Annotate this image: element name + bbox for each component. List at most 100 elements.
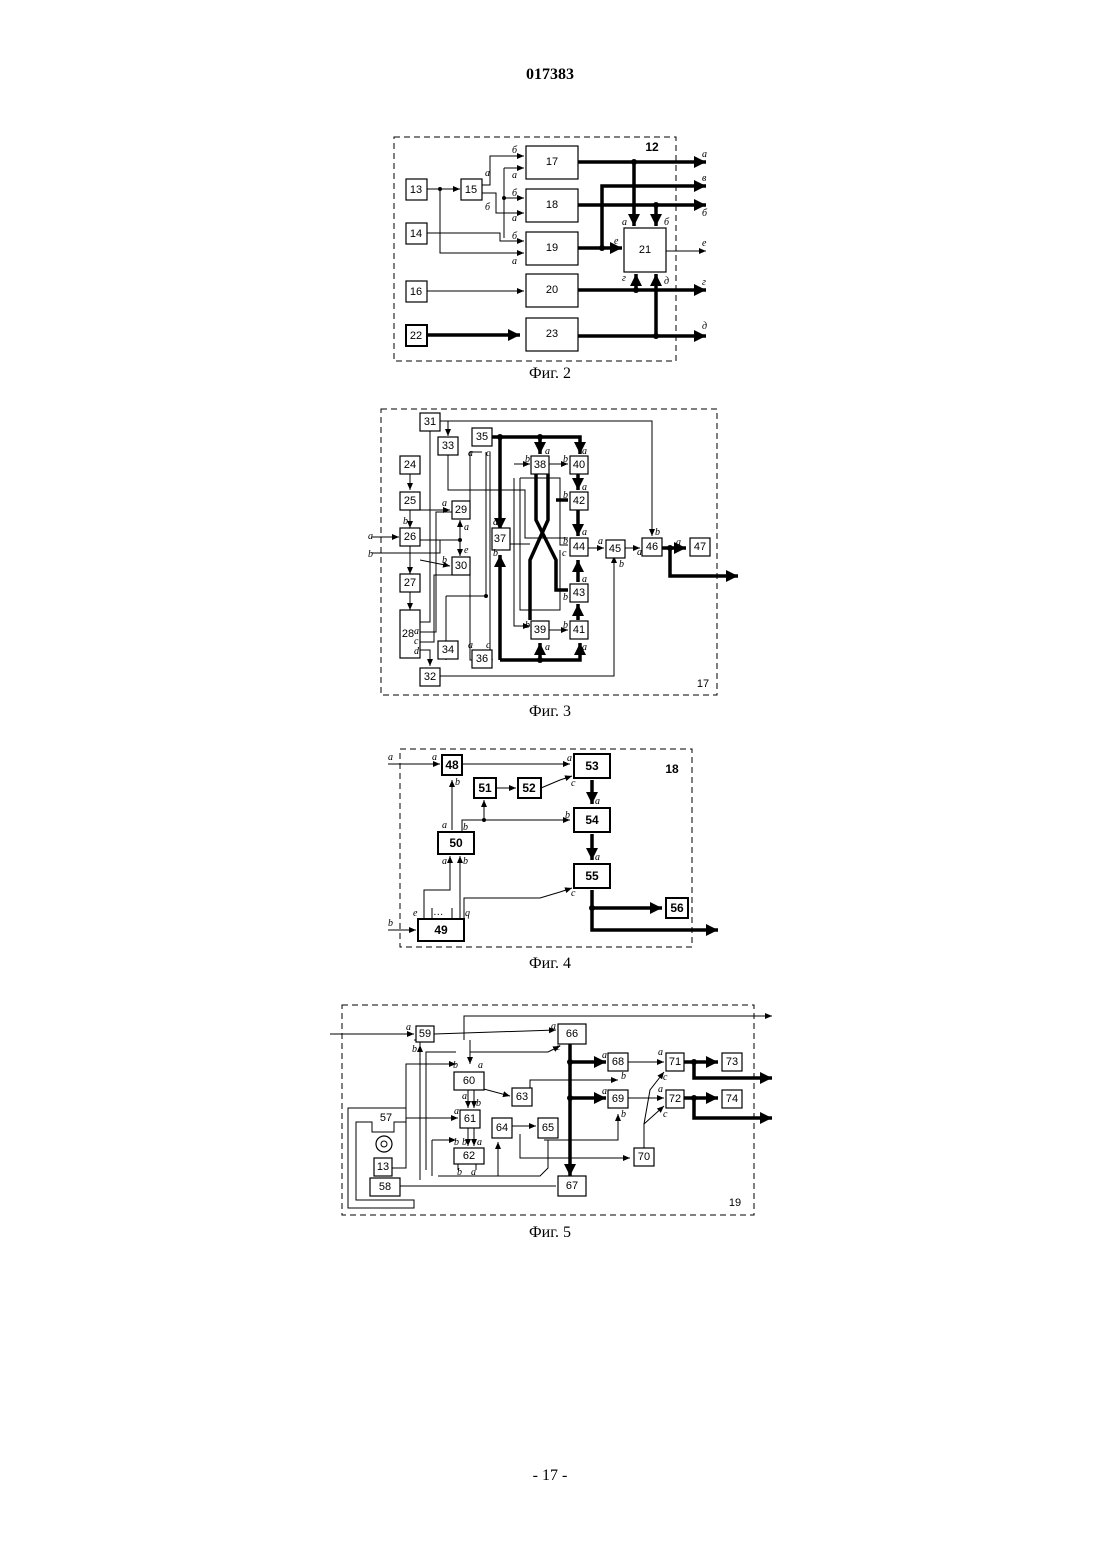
svg-text:a: a xyxy=(582,574,587,585)
fig4-block-49: 49 xyxy=(418,919,464,941)
svg-text:а: а xyxy=(512,170,517,181)
svg-text:26: 26 xyxy=(404,531,416,543)
fig5-block-63: 63 xyxy=(512,1088,532,1106)
svg-text:a: a xyxy=(637,547,642,558)
page-number: - 17 - xyxy=(0,1467,1100,1485)
svg-text:30: 30 xyxy=(455,560,467,572)
svg-text:c: c xyxy=(571,778,576,789)
fig3-block-47: 47 xyxy=(690,538,710,556)
fig2-block-23: 23 xyxy=(526,318,578,351)
svg-text:b: b xyxy=(388,918,393,929)
fig3-block-26: 26 xyxy=(400,528,420,546)
svg-text:б: б xyxy=(664,217,670,228)
svg-text:27: 27 xyxy=(404,577,416,589)
svg-text:a: a xyxy=(442,498,447,509)
svg-text:a: a xyxy=(582,642,587,653)
svg-text:31: 31 xyxy=(424,416,436,428)
fig4-block-50: 50 xyxy=(438,832,474,854)
svg-text:a: a xyxy=(462,1091,467,1102)
svg-text:13: 13 xyxy=(410,184,422,196)
svg-text:a: a xyxy=(388,752,393,763)
svg-text:70: 70 xyxy=(638,1151,650,1163)
fig2-block-19: 19 xyxy=(526,232,578,265)
svg-text:a: a xyxy=(582,482,587,493)
svg-text:б: б xyxy=(512,188,518,199)
svg-text:a: a xyxy=(493,517,498,528)
fig5-port-labels: a b a c b a a b a b b a b a a b a b a c … xyxy=(406,1021,668,1178)
svg-text:e: e xyxy=(413,908,418,919)
svg-text:47: 47 xyxy=(694,541,706,553)
svg-text:b: b xyxy=(457,1167,462,1178)
svg-text:56: 56 xyxy=(670,901,684,915)
svg-text:е: е xyxy=(702,238,707,249)
svg-text:20: 20 xyxy=(546,284,558,296)
svg-text:a: a xyxy=(602,1086,607,1097)
fig5-block-62: 62 xyxy=(454,1148,484,1164)
fig5-rotor-circle xyxy=(376,1136,392,1152)
fig3-block-46: 46 xyxy=(642,538,662,556)
fig4-block-52: 52 xyxy=(518,778,541,798)
svg-text:35: 35 xyxy=(476,431,488,443)
svg-text:b: b xyxy=(525,620,530,631)
fig4-block-53: 53 xyxy=(574,754,610,778)
fig5-block-71: 71 xyxy=(666,1053,684,1071)
fig3-caption: Фиг. 3 xyxy=(0,703,1100,721)
svg-text:22: 22 xyxy=(410,330,422,342)
svg-text:69: 69 xyxy=(612,1093,624,1105)
svg-text:60: 60 xyxy=(463,1075,475,1087)
fig4-frame-label: 18 xyxy=(665,762,679,776)
svg-text:b: b xyxy=(455,777,460,788)
svg-text:b: b xyxy=(463,856,468,867)
svg-text:c: c xyxy=(556,1042,561,1053)
fig2-block-16: 16 xyxy=(406,281,427,302)
svg-text:b: b xyxy=(655,527,660,538)
svg-text:д: д xyxy=(702,321,707,332)
svg-text:72: 72 xyxy=(669,1093,681,1105)
svg-text:b: b xyxy=(563,620,568,631)
svg-text:q: q xyxy=(465,908,470,919)
fig3-block-44: 44 xyxy=(570,538,588,556)
svg-text:b: b xyxy=(621,1109,626,1120)
fig4-caption: Фиг. 4 xyxy=(0,955,1100,973)
svg-text:53: 53 xyxy=(585,759,599,773)
svg-text:г: г xyxy=(702,277,706,288)
svg-text:б: б xyxy=(702,208,708,219)
fig2-block-21: 21 xyxy=(624,228,666,272)
fig3-block-29: 29 xyxy=(452,501,470,519)
svg-text:a: a xyxy=(468,640,473,651)
svg-text:54: 54 xyxy=(585,813,599,827)
svg-text:74: 74 xyxy=(726,1093,738,1105)
fig3-block-39: 39 xyxy=(531,621,549,639)
svg-text:37: 37 xyxy=(494,533,506,545)
svg-text:a: a xyxy=(432,752,437,763)
fig3-block-43: 43 xyxy=(570,584,588,602)
svg-text:а: а xyxy=(702,149,707,160)
fig3-block-30: 30 xyxy=(452,557,470,575)
svg-text:52: 52 xyxy=(522,781,536,795)
svg-text:a: a xyxy=(676,537,681,548)
fig5-frame xyxy=(342,1005,754,1215)
fig3-block-27: 27 xyxy=(400,574,420,592)
svg-text:е: е xyxy=(614,236,619,247)
svg-text:17: 17 xyxy=(546,156,558,168)
svg-text:b: b xyxy=(493,548,498,559)
fig5-frame-label: 19 xyxy=(729,1197,741,1209)
fig3-block-34: 34 xyxy=(438,641,458,659)
svg-text:б: б xyxy=(512,231,518,242)
svg-text:a: a xyxy=(658,1047,663,1058)
svg-text:в: в xyxy=(702,173,707,184)
fig5-block-60: 60 xyxy=(454,1072,484,1090)
svg-text:a: a xyxy=(442,856,447,867)
svg-text:a: a xyxy=(567,753,572,764)
svg-text:34: 34 xyxy=(442,644,454,656)
svg-text:а: а xyxy=(512,256,517,267)
fig5-block-13: 13 xyxy=(374,1158,392,1176)
svg-text:c: c xyxy=(663,1109,668,1120)
svg-text:46: 46 xyxy=(646,541,658,553)
svg-text:13: 13 xyxy=(377,1161,389,1173)
fig2-block-15: 15 xyxy=(461,179,482,200)
fig5-block-69: 69 xyxy=(608,1090,628,1108)
fig4-block-51: 51 xyxy=(474,778,496,798)
fig3-block-38: 38 xyxy=(531,456,549,474)
